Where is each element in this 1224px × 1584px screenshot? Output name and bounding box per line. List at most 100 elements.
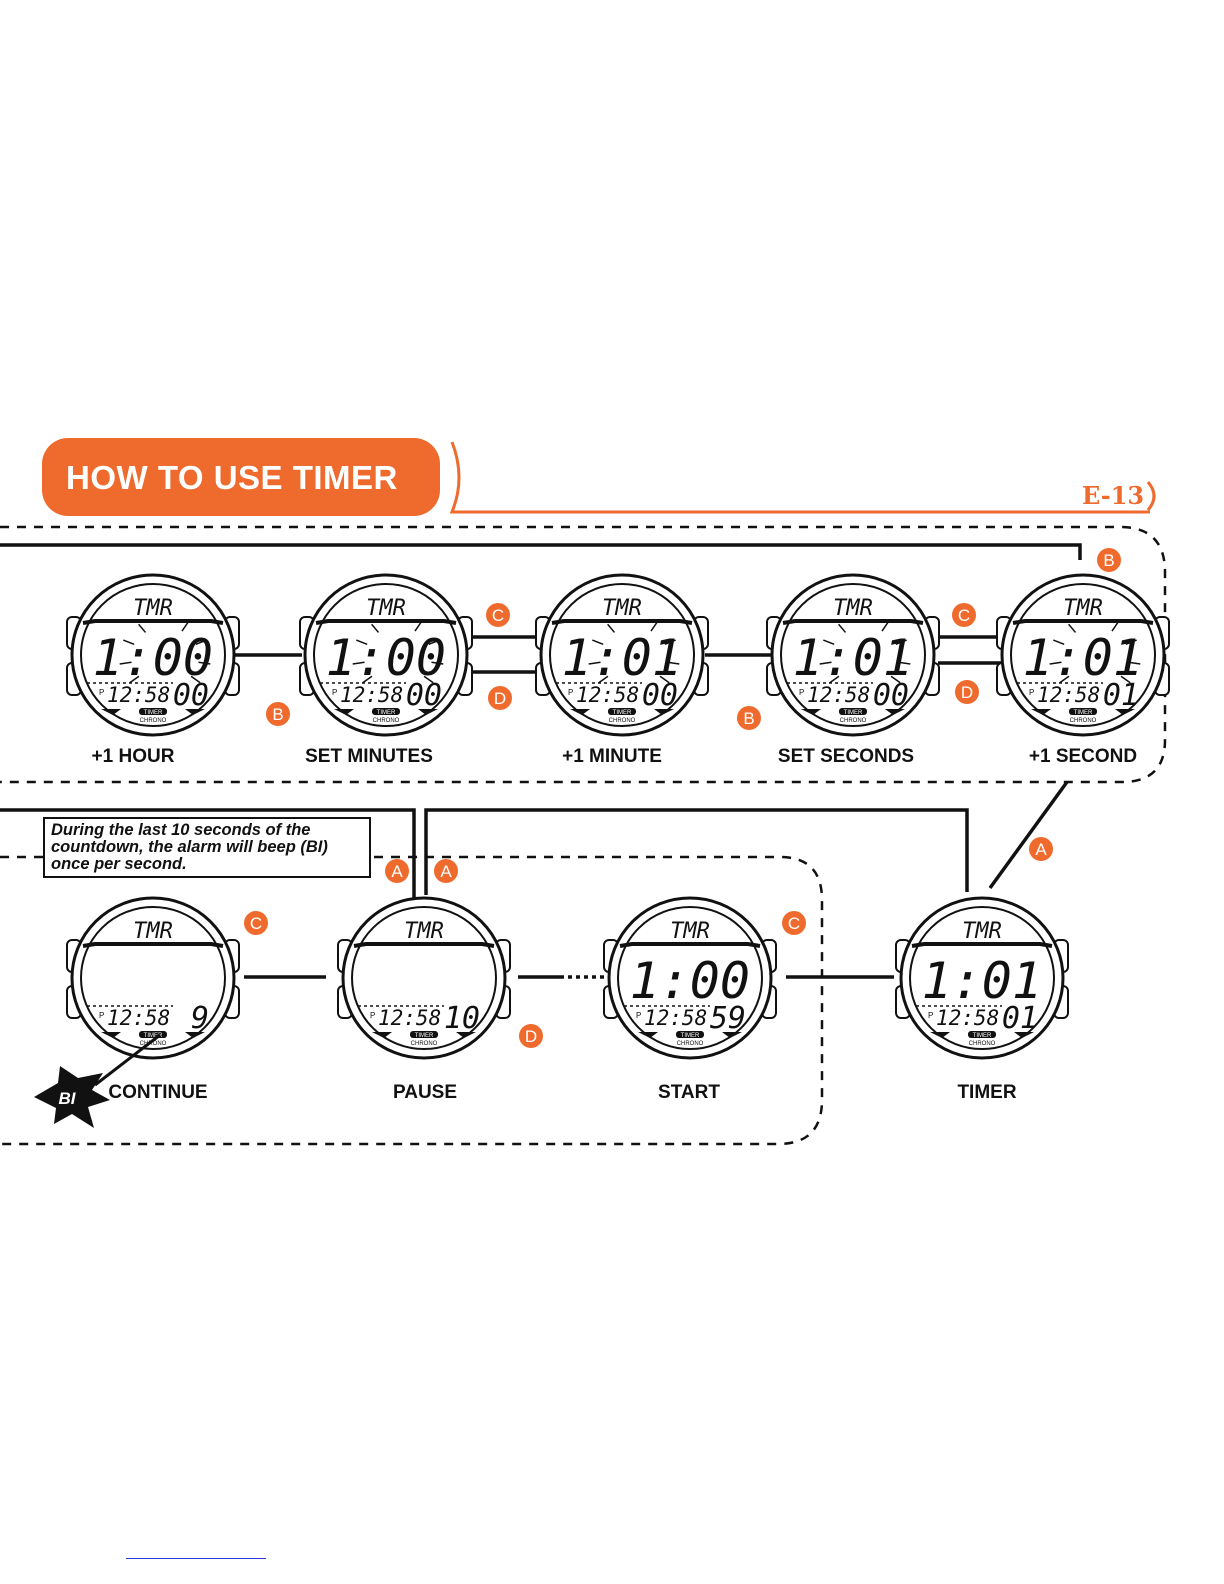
sub-value: 01	[1103, 678, 1139, 713]
bezel-notch	[654, 709, 674, 715]
display-top-rule	[782, 619, 924, 625]
button-c-callout: C	[244, 911, 268, 935]
bezel-notch	[638, 1032, 658, 1038]
bezel-notch	[418, 709, 438, 715]
sub-value: 10	[444, 1001, 480, 1036]
pm-marker: P	[99, 1011, 104, 1020]
callout-letter: C	[958, 606, 970, 625]
note-line: During the last 10 seconds of the	[51, 821, 311, 839]
bezel-notch	[185, 709, 205, 715]
label-start: START	[658, 1082, 720, 1103]
sub-time: 12:58	[107, 1006, 170, 1030]
note-line: once per second.	[51, 855, 187, 873]
sub-time: 12:58	[107, 683, 170, 707]
pm-marker: P	[332, 688, 337, 697]
label-plus-1-second: +1 SECOND	[1028, 746, 1138, 767]
timer-tag-box	[676, 1031, 704, 1038]
sub-value: 00	[642, 678, 678, 713]
callout-letter: D	[525, 1027, 537, 1046]
note-line: countdown, the alarm will beep (BI)	[51, 838, 328, 856]
sub-time: 12:58	[807, 683, 870, 707]
label-pause: PAUSE	[392, 1082, 458, 1103]
chrono-tag: CHRONO	[677, 1041, 704, 1047]
callout-circle	[955, 680, 979, 704]
callout-letter: D	[494, 689, 506, 708]
pm-marker: P	[370, 1011, 375, 1020]
button-a-callout: A	[434, 859, 458, 883]
display-top-rule	[315, 619, 457, 625]
callout-letter: A	[1035, 840, 1047, 859]
timer-tag: TIMER	[973, 1033, 992, 1039]
setting-group-boundary	[0, 525, 1167, 784]
display-top-rule	[911, 942, 1053, 948]
mode-text: TMR	[1063, 596, 1103, 621]
label-plus-1-hour: +1 HOUR	[91, 746, 175, 767]
callout-letter: D	[961, 683, 973, 702]
mode-text: TMR	[366, 596, 406, 621]
timer-tag: TIMER	[844, 710, 863, 716]
sub-time: 12:58	[644, 1006, 707, 1030]
mode-text: TMR	[404, 919, 444, 944]
button-d-callout: D	[488, 686, 512, 710]
display-top-rule	[353, 942, 495, 948]
page-number-bracket	[1146, 481, 1156, 511]
timer-tag-box	[1069, 708, 1097, 715]
header-rule	[449, 441, 1150, 514]
callout-letter: C	[250, 914, 262, 933]
page-number: E-13	[1082, 481, 1145, 510]
timer-tag-box	[608, 708, 636, 715]
button-c-callout: C	[782, 911, 806, 935]
callout-circle	[737, 706, 761, 730]
sub-time: 12:58	[936, 1006, 999, 1030]
pm-marker: P	[799, 688, 804, 697]
timer-tag: TIMER	[144, 1033, 163, 1039]
mode-text: TMR	[133, 919, 173, 944]
flash-lines	[588, 621, 680, 684]
mode-text: TMR	[133, 596, 173, 621]
timer-tag: TIMER	[613, 710, 632, 716]
label-plus-1-minute: +1 MINUTE	[562, 746, 662, 767]
bezel-notch	[885, 709, 905, 715]
callout-circle	[782, 911, 806, 935]
callout-letter: C	[788, 914, 800, 933]
button-b-callout: B	[266, 702, 290, 726]
bezel-notch	[334, 709, 354, 715]
beep-starburst: BI	[34, 1033, 161, 1128]
timer-tag-box	[372, 708, 400, 715]
callout-letter: A	[391, 862, 403, 881]
button-b-callout: B	[737, 706, 761, 730]
button-d-callout: D	[519, 1024, 543, 1048]
flash-lines	[1049, 621, 1141, 684]
timer-tag: TIMER	[1074, 710, 1093, 716]
display-top-rule	[619, 942, 761, 948]
label-set-minutes: SET MINUTES	[305, 746, 433, 767]
flash-lines	[119, 621, 211, 684]
timer-tag: TIMER	[415, 1033, 434, 1039]
callout-circle	[244, 911, 268, 935]
sub-value: 00	[873, 678, 909, 713]
callout-letter: C	[492, 606, 504, 625]
mode-text: TMR	[833, 596, 873, 621]
callout-circle	[385, 859, 409, 883]
header-tab	[42, 438, 440, 516]
pm-marker: P	[568, 688, 573, 697]
display-top-rule	[82, 619, 224, 625]
timer-tag: TIMER	[144, 710, 163, 716]
chrono-tag: CHRONO	[140, 1041, 167, 1047]
sub-value: 01	[1002, 1001, 1038, 1036]
chrono-tag: CHRONO	[609, 718, 636, 724]
pm-marker: P	[636, 1011, 641, 1020]
chrono-tag: CHRONO	[373, 718, 400, 724]
callout-circle	[486, 603, 510, 627]
mode-text: TMR	[602, 596, 642, 621]
callout-circle	[488, 686, 512, 710]
button-a-callout: A	[385, 859, 409, 883]
